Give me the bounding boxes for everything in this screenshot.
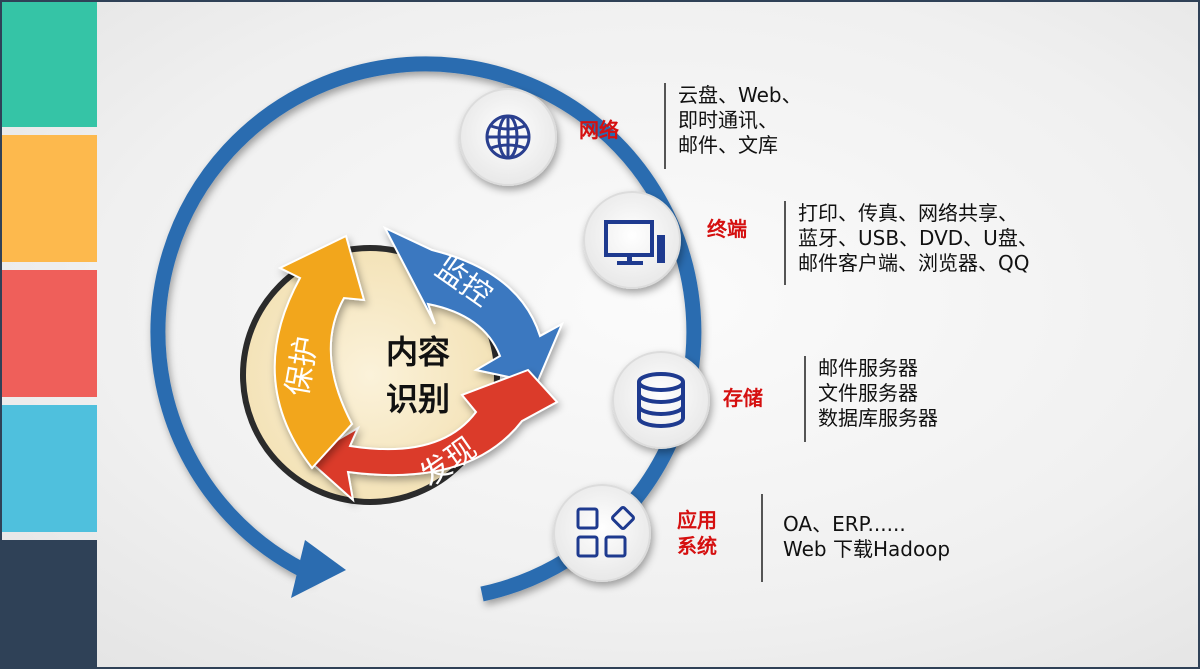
node-label-terminal: 终端 — [707, 217, 747, 241]
color-bar-orange — [0, 135, 97, 262]
node-application[interactable] — [553, 484, 651, 582]
discover-arrow — [304, 368, 559, 503]
outer-arc — [150, 56, 702, 602]
color-bar-teal — [0, 0, 97, 127]
desc-terminal-line: 邮件客户端、浏览器、QQ — [798, 251, 1030, 275]
monitor-arrow — [382, 225, 565, 385]
color-bar-red — [0, 270, 97, 397]
color-bar-cyan — [0, 405, 97, 532]
desc-network: 云盘、Web、 即时通讯、 邮件、文库 — [664, 83, 802, 169]
desc-application-line: Web 下载Hadoop — [783, 537, 951, 561]
desc-terminal-line: 蓝牙、USB、DVD、U盘、 — [798, 226, 1038, 250]
desc-storage-line: 邮件服务器 — [818, 356, 918, 380]
desc-network-line: 即时通讯、 — [678, 108, 778, 132]
desc-storage: 邮件服务器 文件服务器 数据库服务器 — [804, 356, 938, 442]
globe-icon — [485, 114, 531, 160]
node-storage[interactable] — [612, 351, 710, 449]
desc-storage-line: 文件服务器 — [818, 381, 918, 405]
desc-application: OA、ERP...... Web 下载Hadoop — [761, 494, 950, 582]
node-label-storage: 存储 — [723, 386, 763, 410]
desc-terminal: 打印、传真、网络共享、 蓝牙、USB、DVD、U盘、 邮件客户端、浏览器、QQ — [784, 201, 1038, 285]
color-bar-navy — [0, 540, 97, 669]
desc-application-line: OA、ERP...... — [783, 512, 906, 536]
center-title-line1: 内容 — [386, 333, 450, 371]
desc-storage-line: 数据库服务器 — [818, 406, 938, 430]
node-terminal[interactable] — [583, 191, 681, 289]
center-title-line2: 识别 — [386, 380, 450, 418]
outer-arc-arrowhead — [291, 540, 346, 598]
database-icon — [637, 372, 685, 428]
node-label-network: 网络 — [579, 118, 619, 142]
node-label-application-line2: 系统 — [677, 534, 717, 558]
desc-terminal-line: 打印、传真、网络共享、 — [798, 201, 1018, 225]
desc-network-line: 邮件、文库 — [678, 133, 778, 157]
node-label-application: 应用 系统 — [677, 507, 717, 559]
monitor-icon — [604, 220, 665, 265]
protect-arrow — [273, 234, 366, 470]
node-label-application-line1: 应用 — [677, 508, 717, 532]
apps-grid-icon — [576, 506, 635, 558]
desc-network-line: 云盘、Web、 — [678, 83, 802, 107]
node-network[interactable] — [459, 88, 557, 186]
